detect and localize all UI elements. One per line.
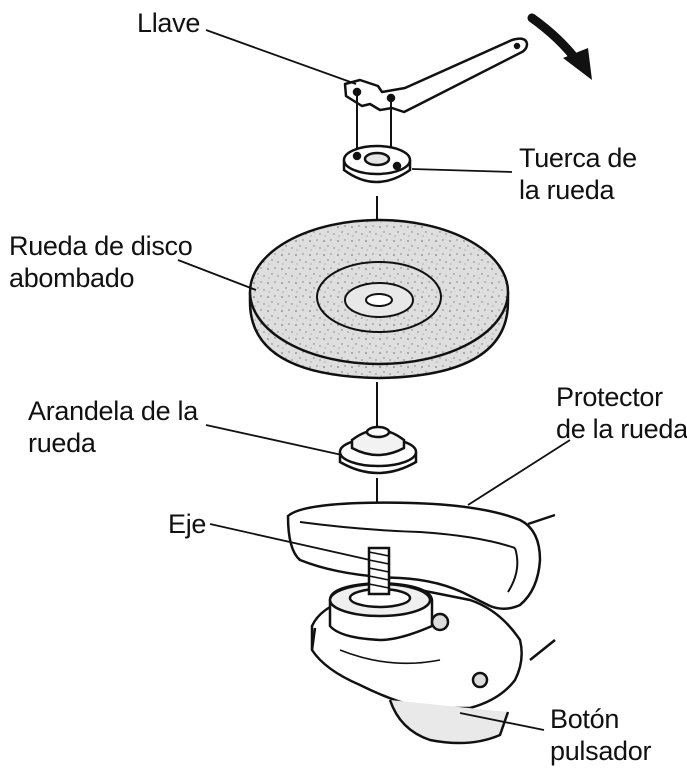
leader-arandela bbox=[205, 424, 343, 456]
label-wrench-text: Llave bbox=[137, 8, 201, 38]
label-grinding-wheel-line1: Rueda de disco bbox=[9, 231, 193, 261]
wheel-washer bbox=[338, 425, 418, 475]
label-wheel-washer: Arandela de la rueda bbox=[28, 395, 198, 459]
label-spindle: Eje bbox=[168, 508, 206, 540]
label-wheel-nut-line1: Tuerca de bbox=[519, 143, 637, 173]
label-wheel-washer-line2: rueda bbox=[28, 428, 96, 458]
label-wheel-nut-line2: la rueda bbox=[519, 175, 615, 205]
label-shaft-lock-button: Botón pulsador bbox=[550, 703, 651, 767]
leader-rueda bbox=[177, 259, 257, 291]
label-wheel-guard: Protector de la rueda bbox=[556, 381, 687, 445]
leader-eje bbox=[209, 523, 371, 561]
wrench bbox=[343, 37, 529, 114]
label-wheel-guard-line1: Protector bbox=[556, 382, 663, 412]
leader-llave bbox=[205, 29, 357, 85]
label-shaft-lock-button-line1: Botón bbox=[550, 704, 620, 734]
rotation-arrow-icon bbox=[527, 13, 592, 80]
wheel-nut bbox=[342, 144, 412, 184]
label-grinding-wheel: Rueda de disco abombado bbox=[9, 230, 193, 294]
leader-protector bbox=[467, 439, 571, 506]
grinder-body bbox=[286, 501, 556, 745]
label-wheel-washer-line1: Arandela de la bbox=[28, 396, 198, 426]
leader-tuerca bbox=[411, 168, 513, 173]
label-wheel-guard-line2: de la rueda bbox=[556, 414, 687, 444]
label-spindle-text: Eje bbox=[168, 509, 207, 539]
leader-boton bbox=[459, 712, 545, 731]
label-wrench: Llave bbox=[137, 7, 200, 39]
label-grinding-wheel-line2: abombado bbox=[9, 263, 135, 293]
label-shaft-lock-button-line2: pulsador bbox=[550, 736, 652, 766]
label-wheel-nut: Tuerca de la rueda bbox=[519, 142, 637, 206]
grinding-wheel bbox=[248, 218, 510, 380]
